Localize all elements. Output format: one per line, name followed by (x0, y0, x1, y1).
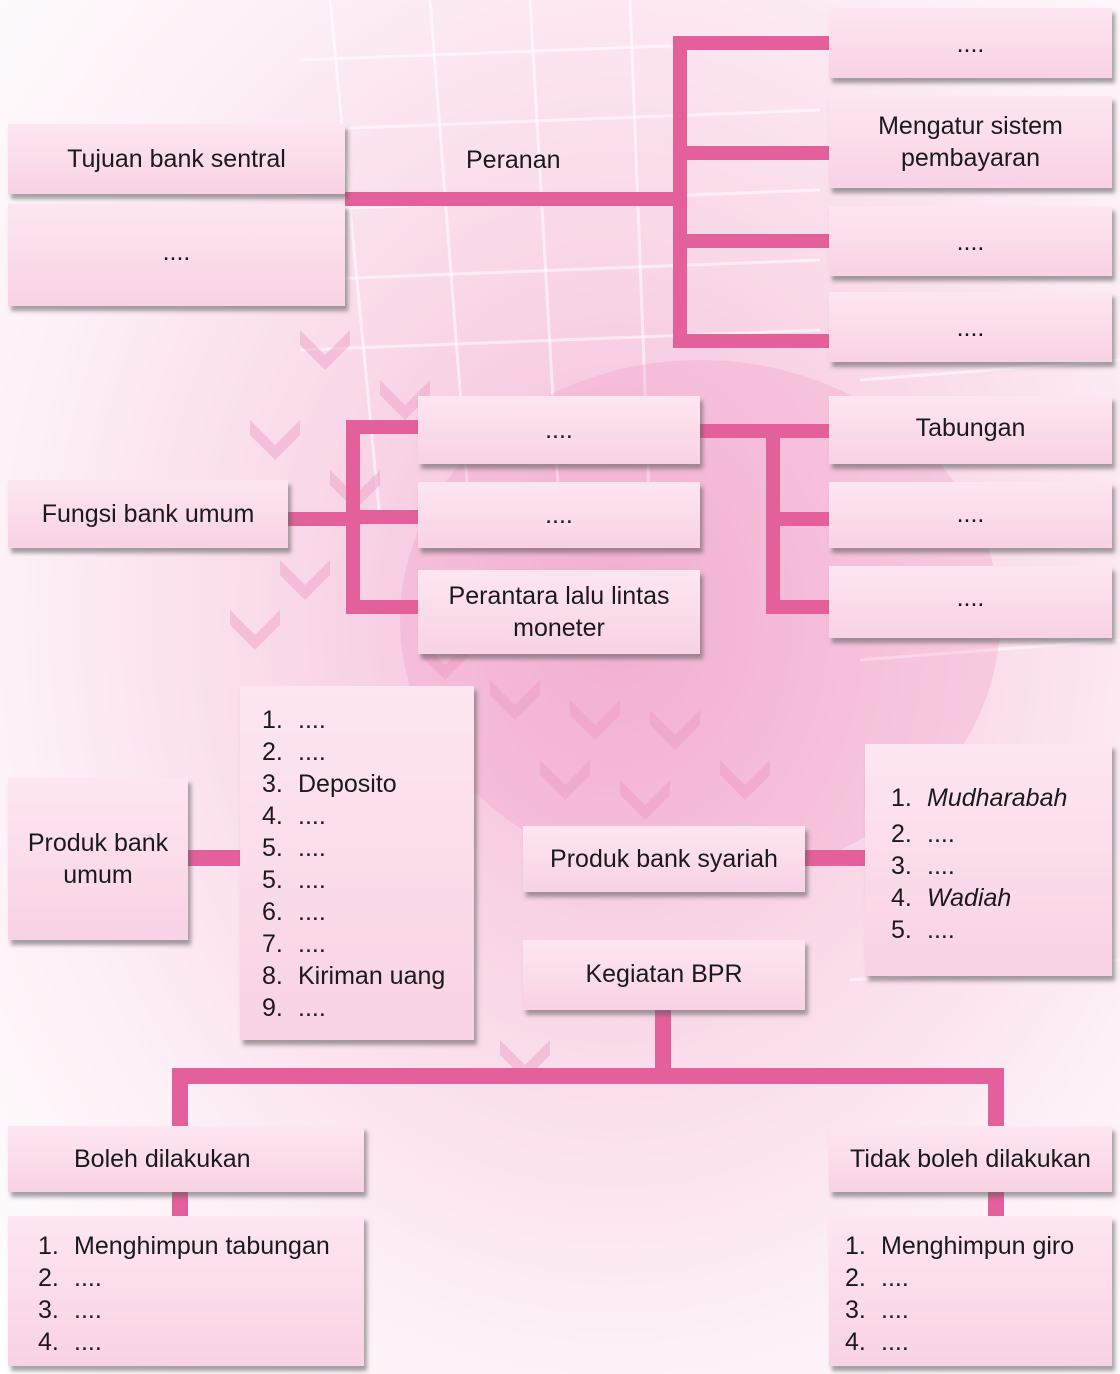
connector-line (345, 192, 685, 206)
list-item: 4..... (845, 1328, 909, 1356)
connector-line (700, 424, 780, 438)
connector-line (346, 420, 420, 434)
right-item-tabungan: Tabungan (829, 396, 1112, 464)
peranan-item-1: .... (829, 8, 1112, 78)
produk-bank-syariah-box: Produk bank syariah (523, 826, 805, 892)
list-item: 5..... (262, 834, 326, 862)
list-item: 6..... (262, 898, 326, 926)
peranan-item-4: .... (829, 292, 1112, 362)
fungsi-bank-umum-box: Fungsi bank umum (8, 480, 288, 548)
list-item: 4..... (262, 802, 326, 830)
fungsi-item-1: .... (418, 396, 700, 464)
list-item: 7..... (262, 930, 326, 958)
fungsi-item-2: .... (418, 482, 700, 548)
list-item: 2..... (845, 1264, 909, 1292)
list-item: 3..... (891, 852, 955, 880)
list-item: 1.Menghimpun tabungan (38, 1232, 330, 1260)
tidak-boleh-dilakukan-box: Tidak boleh dilakukan (829, 1126, 1112, 1192)
peranan-label: Peranan (466, 146, 561, 174)
connector-line (188, 850, 242, 866)
connector-line (766, 424, 832, 438)
list-item: 2..... (262, 738, 326, 766)
connector-line (766, 600, 832, 614)
produk-bank-syariah-list: 1.Mudharabah 2..... 3..... 4.Wadiah 5...… (865, 744, 1112, 976)
boleh-dilakukan-box: Boleh dilakukan (8, 1126, 364, 1192)
right-item-3: .... (829, 566, 1112, 638)
tidak-boleh-dilakukan-list: 1.Menghimpun giro 2..... 3..... 4..... (829, 1216, 1112, 1366)
blank-box: .... (8, 204, 345, 306)
connector-line (673, 334, 833, 348)
tujuan-bank-sentral-box: Tujuan bank sentral (8, 124, 345, 194)
produk-bank-umum-list: 1..... 2..... 3.Deposito 4..... 5..... 5… (240, 686, 474, 1040)
list-item: 8.Kiriman uang (262, 962, 446, 990)
list-item: 9..... (262, 994, 326, 1022)
fungsi-item-3: Perantara lalu lintas moneter (418, 570, 700, 654)
connector-line (766, 512, 832, 526)
list-item: 2..... (38, 1264, 102, 1292)
connector-line (346, 600, 420, 614)
connector-line (172, 1068, 1004, 1084)
connector-line (288, 512, 358, 526)
list-item: 3.Deposito (262, 770, 397, 798)
list-item: 1.Menghimpun giro (845, 1232, 1075, 1260)
list-item: 4.Wadiah (891, 884, 1012, 912)
peranan-item-3: .... (829, 206, 1112, 276)
list-item: 1..... (262, 706, 326, 734)
right-item-2: .... (829, 482, 1112, 548)
list-item: 4..... (38, 1328, 102, 1356)
connector-line (346, 510, 420, 524)
boleh-dilakukan-list: 1.Menghimpun tabungan 2..... 3..... 4...… (8, 1216, 364, 1366)
connector-line (673, 36, 833, 50)
kegiatan-bpr-box: Kegiatan BPR (523, 940, 805, 1010)
list-item: 5..... (891, 916, 955, 944)
produk-bank-umum-box: Produk bank umum (8, 778, 188, 940)
connector-line (673, 146, 833, 160)
connector-line (655, 1010, 671, 1078)
list-item: 2..... (891, 820, 955, 848)
connector-line (673, 36, 687, 348)
list-item: 1.Mudharabah (891, 784, 1068, 812)
list-item: 3..... (38, 1296, 102, 1324)
list-item: 3..... (845, 1296, 909, 1324)
connector-line (673, 234, 833, 248)
connector-line (805, 850, 867, 866)
list-item: 5..... (262, 866, 326, 894)
peranan-item-2: Mengatur sistem pembayaran (829, 96, 1112, 188)
